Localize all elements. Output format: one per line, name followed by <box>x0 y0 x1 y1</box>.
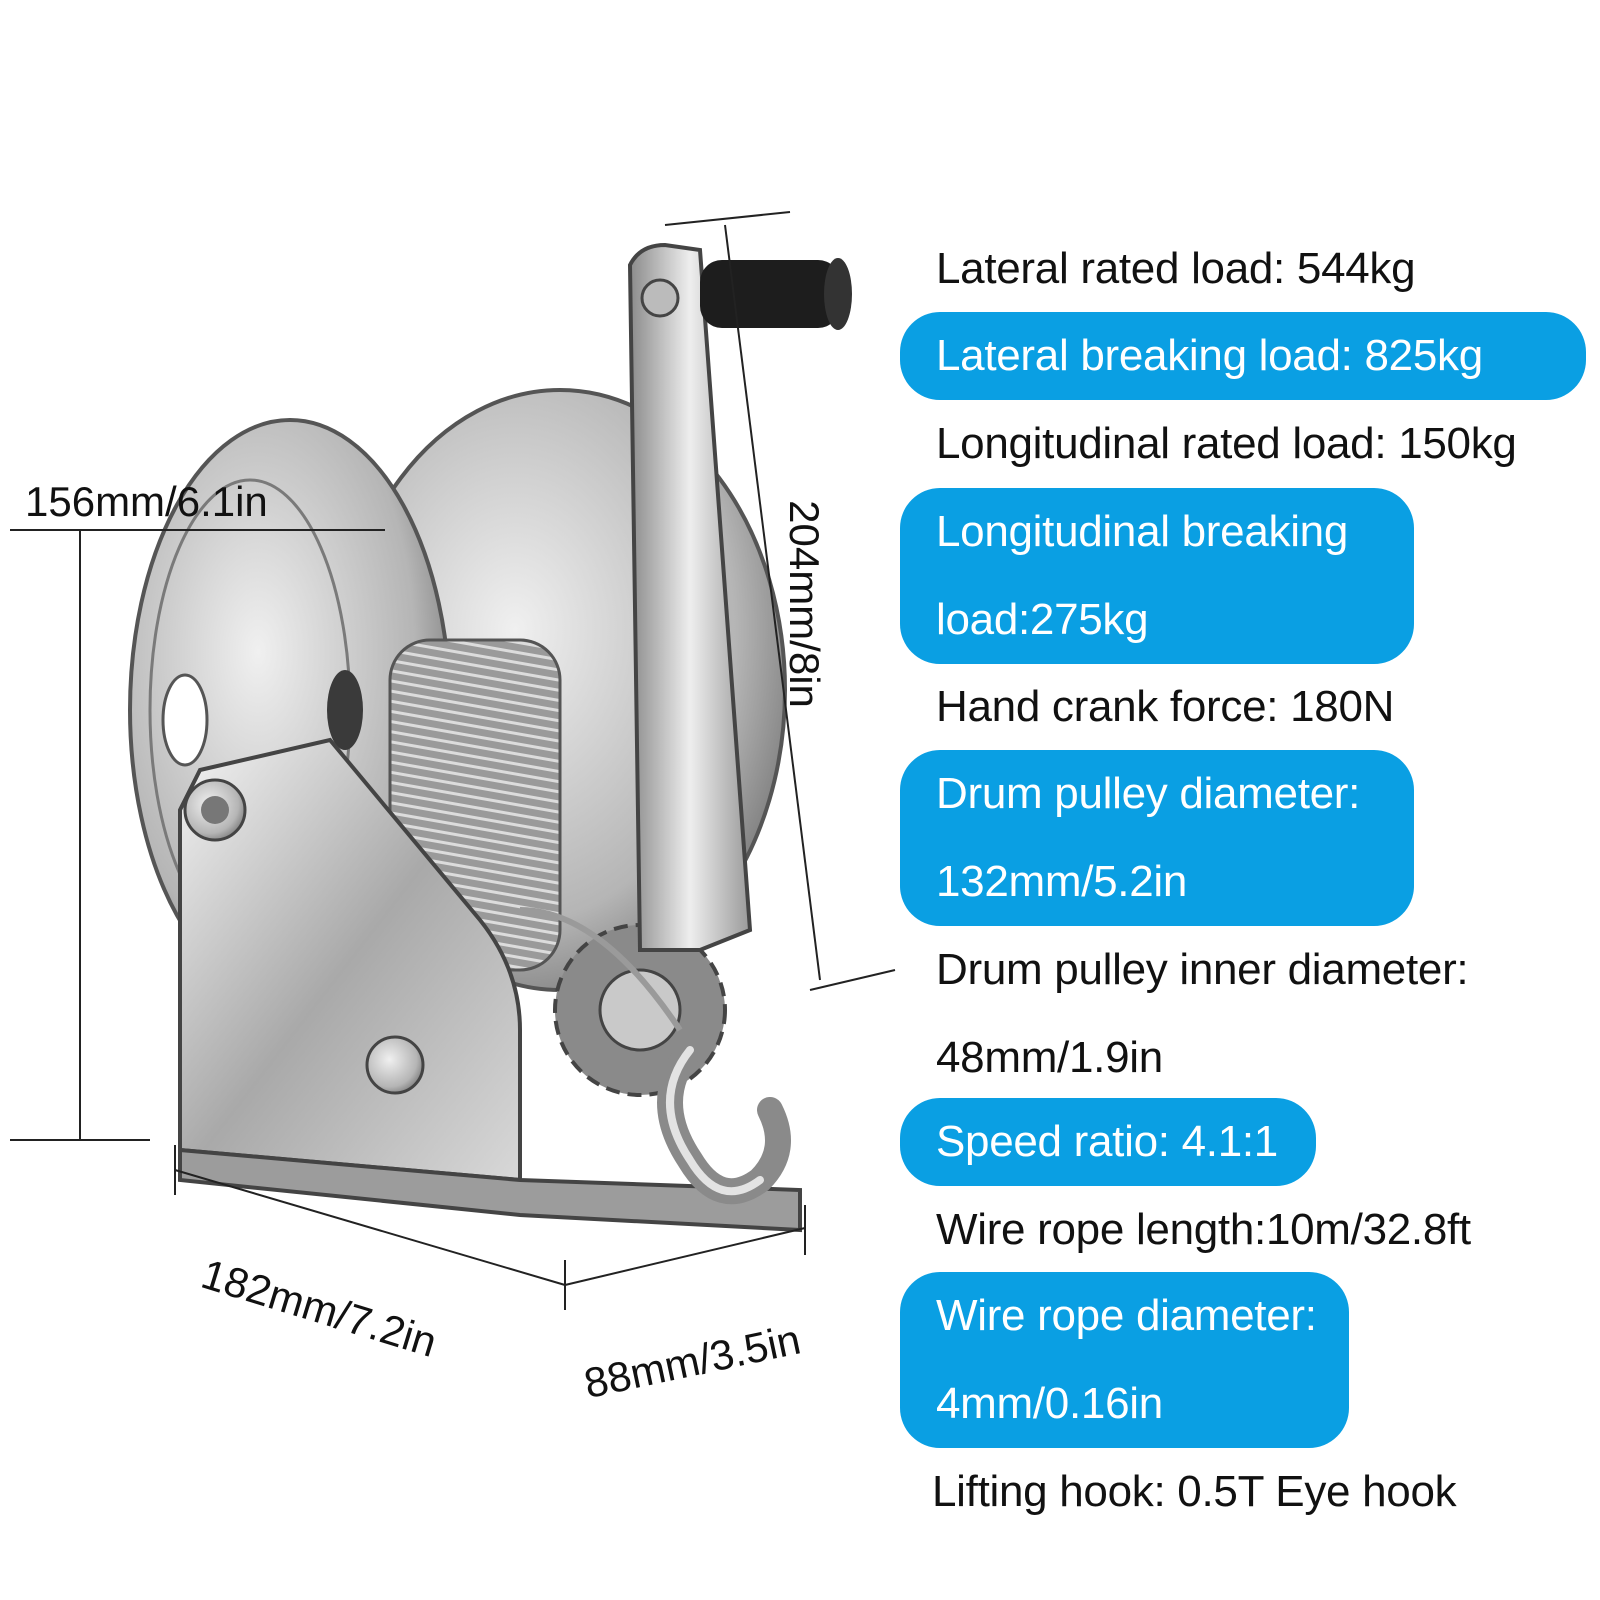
spec-speed-ratio: Speed ratio: 4.1:1 <box>900 1098 1316 1186</box>
length-dim-line <box>174 1169 566 1286</box>
spec-drum-pulley-diameter: Drum pulley diameter: 132mm/5.2in <box>900 750 1414 926</box>
crank-arm <box>627 242 753 952</box>
spec-hand-crank-force: Hand crank force: 180N <box>936 682 1395 731</box>
spec-line: 132mm/5.2in <box>936 857 1188 906</box>
crank-handle-grip <box>700 260 840 328</box>
spec-drum-pulley-inner-diameter: Drum pulley inner diameter: 48mm/1.9in <box>936 926 1469 1102</box>
hand-winch-illustration <box>10 211 896 1310</box>
spec-line: 4mm/0.16in <box>936 1379 1163 1428</box>
spec-line: load:275kg <box>936 595 1149 644</box>
crank-dim-top <box>664 211 791 226</box>
lifting-hook <box>657 1037 791 1205</box>
spec-line: Drum pulley diameter: <box>936 769 1361 818</box>
spec-longitudinal-breaking-load: Longitudinal breaking load:275kg <box>900 488 1414 664</box>
spec-lateral-rated-load: Lateral rated load: 544kg <box>936 244 1416 293</box>
crank-dim-bottom <box>809 969 896 991</box>
spec-wire-rope-diameter: Wire rope diameter: 4mm/0.16in <box>900 1272 1349 1448</box>
spec-line: Longitudinal breaking <box>936 507 1349 556</box>
spec-line: Drum pulley inner diameter: <box>936 945 1469 994</box>
spec-longitudinal-rated-load: Longitudinal rated load: 150kg <box>936 419 1517 468</box>
hook-cable <box>519 907 683 1032</box>
spec-wire-rope-length: Wire rope length:10m/32.8ft <box>936 1205 1471 1254</box>
width-dim-line <box>564 1227 806 1286</box>
crank-dim-line <box>724 224 821 981</box>
height-dimension-label: 156mm/6.1in <box>25 478 268 525</box>
flange-hole <box>327 670 363 750</box>
spec-line: 48mm/1.9in <box>936 1033 1163 1082</box>
bolt <box>365 1035 425 1095</box>
flange-hole <box>161 673 209 767</box>
side-plate <box>178 737 522 1183</box>
spec-line: Wire rope diameter: <box>936 1291 1317 1340</box>
spec-lateral-breaking-load: Lateral breaking load: 825kg <box>900 312 1586 400</box>
spec-lifting-hook: Lifting hook: 0.5T Eye hook <box>932 1467 1457 1516</box>
crank-length-dimension-label: 204mm/8in <box>780 500 828 708</box>
